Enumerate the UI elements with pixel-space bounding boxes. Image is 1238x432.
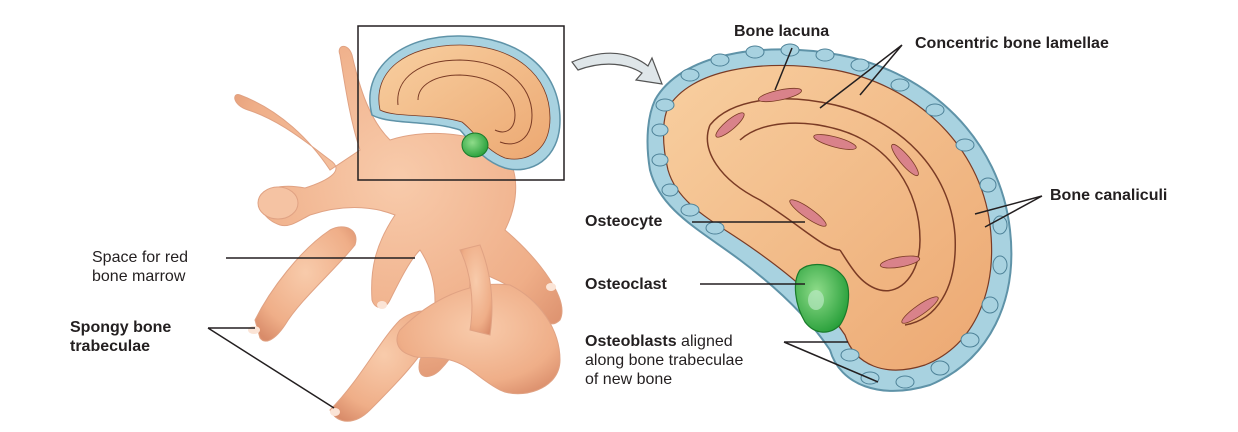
label-line: Space for red — [92, 249, 189, 266]
osteoblast-cells — [651, 43, 1008, 389]
label-concentric-bone-lamellae: Concentric bone lamellae — [915, 35, 1109, 52]
osteoclast-cell — [794, 264, 850, 333]
label-bone-lacuna: Bone lacuna — [734, 23, 830, 40]
label-space-for-red-bone-marrow: Space for red bone marrow — [92, 248, 188, 286]
label-line: along bone trabeculae — [585, 352, 744, 369]
label-line: bone marrow — [92, 268, 186, 285]
spongy-bone-illustration — [234, 45, 563, 422]
label-spongy-bone-trabeculae: Spongy bone trabeculae — [70, 318, 171, 356]
label-rest: aligned — [676, 333, 733, 350]
label-osteoblasts: Osteoblasts aligned along bone trabecula… — [585, 332, 743, 389]
enlarged-trabecula — [646, 43, 1013, 392]
magnification-box — [357, 25, 565, 181]
inset-trabecula — [357, 25, 565, 181]
label-line: Osteoblasts aligned — [585, 332, 743, 351]
label-osteoclast: Osteoclast — [585, 276, 667, 293]
label-bold: Osteoblasts — [585, 333, 677, 350]
label-osteocyte: Osteocyte — [585, 213, 663, 230]
magnify-arrow-icon — [571, 52, 663, 85]
leader-lines — [207, 44, 1043, 409]
label-line: of new bone — [585, 371, 673, 388]
label-line: trabeculae — [70, 338, 151, 355]
label-line: Spongy bone — [70, 319, 172, 336]
lacunae — [715, 87, 939, 324]
label-bone-canaliculi: Bone canaliculi — [1050, 187, 1168, 204]
